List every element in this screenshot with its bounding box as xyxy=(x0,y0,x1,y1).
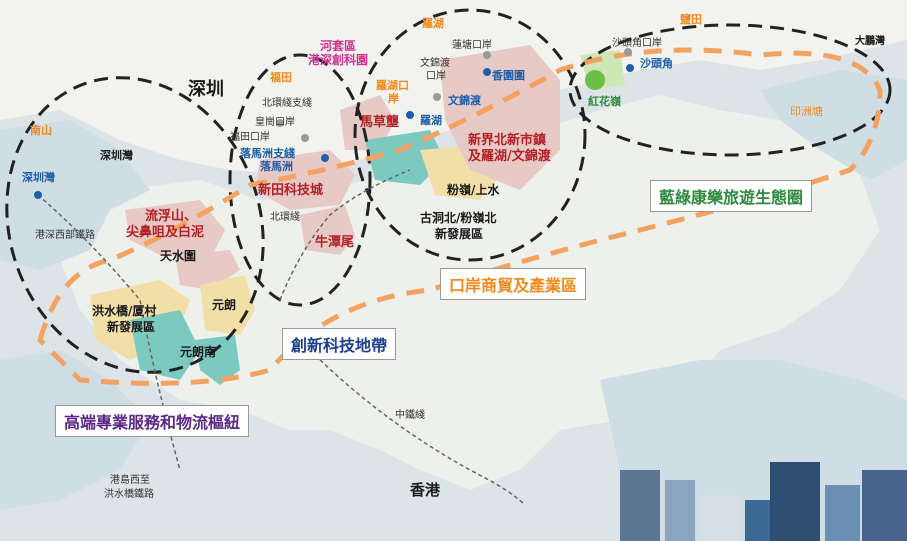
area-tinshui-label: 天水圍 xyxy=(160,249,197,263)
water-mirs-bay xyxy=(760,70,907,180)
area-nnt-label: 新界北新市鎮 xyxy=(468,133,547,148)
port-lmc: 落馬洲 xyxy=(260,160,293,173)
area-santin xyxy=(255,150,355,210)
area-hungshui-label: 洪水橋/厦村 xyxy=(92,304,157,318)
metropolis-boundary xyxy=(37,47,883,386)
area-santin-label: 新田科技城 xyxy=(258,183,324,198)
area-matsotsui-label: 馬草壟 xyxy=(360,115,400,130)
port-dot-heungyuen xyxy=(483,68,491,76)
district-yantian: 鹽田 xyxy=(680,13,702,26)
port-dot-futian xyxy=(276,119,284,127)
port-shatau: 沙頭角口岸 xyxy=(612,38,662,49)
area-ktn-green xyxy=(365,130,445,185)
area-ngautam-label: 牛潭尾 xyxy=(315,235,355,250)
area-loklau-label-2: 尖鼻咀及白泥 xyxy=(126,225,205,240)
rail-east-label: 中鐵綫 xyxy=(395,410,425,421)
area-ngautam xyxy=(300,205,355,255)
city-hongkong: 香港 xyxy=(410,481,441,499)
port-lienta: 蓮塘口岸 xyxy=(452,40,492,51)
port-heungyuen: 香園圍 xyxy=(492,69,525,82)
area-hungshui-green xyxy=(130,310,200,380)
loop-label-1: 河套區 xyxy=(320,39,357,53)
port-shataukok: 沙頭角 xyxy=(640,57,673,70)
port-dot-shenzhenbay xyxy=(34,191,42,199)
port-huanggang: 皇崗口岸 xyxy=(255,117,295,128)
hungfa-dot xyxy=(585,70,605,90)
rail-western-label: 港深西部鐵路 xyxy=(35,230,95,241)
rail-northern-link-label: 北環綫 xyxy=(270,212,300,223)
area-fanling-label: 粉嶺/上水 xyxy=(447,183,500,197)
area-nnt-label-2: 及羅湖/文錦渡 xyxy=(468,149,551,164)
port-dot-shatau xyxy=(624,48,632,56)
rail-northern-link xyxy=(279,169,411,301)
zone-innovation-label: 創新科技地帶 xyxy=(282,328,397,360)
port-dot-shataukok xyxy=(626,64,634,72)
loop-label: 河套區 港深創科園 xyxy=(308,39,369,68)
port-lmcspur: 落馬洲支綫 xyxy=(240,147,295,160)
zone-bluegreen-label: 藍綠康樂旅遊生態圈 xyxy=(650,180,813,212)
water-shenzhen-bay xyxy=(0,120,150,270)
area-yuenlong-south xyxy=(195,335,240,385)
port-mankam: 文錦渡 xyxy=(420,58,450,69)
area-ktn-label-2: 新發展區 xyxy=(435,227,484,241)
area-yuenlong-south-label: 元朗南 xyxy=(180,345,217,359)
rail-northern-link-spur-label: 北環綫支綫 xyxy=(262,98,312,109)
loop-label-2: 港深創科園 xyxy=(308,52,369,67)
port-dot-mankam xyxy=(433,93,441,101)
area-yuenlong-label: 元朗 xyxy=(212,298,237,312)
port-futian: 福田口岸 xyxy=(230,132,270,143)
zone-bluegreen-ellipse xyxy=(568,23,892,157)
zone-boundary-label: 口岸商貿及產業區 xyxy=(440,268,587,300)
port-mankamto: 文錦渡 xyxy=(448,94,481,107)
zone-boundary-ellipse xyxy=(353,8,587,262)
area-ktn-label: 古洞北/粉嶺北 xyxy=(420,211,497,225)
port-dot-lmc xyxy=(321,154,329,162)
area-hungshui-label-2: 新發展區 xyxy=(107,320,156,334)
port-lowu-label-2: 岸 xyxy=(388,92,399,105)
port-dot-huanggang xyxy=(301,134,309,142)
port-mankam-2: 口岸 xyxy=(426,71,446,82)
zone-innovation-ellipse xyxy=(228,53,372,307)
rail-hkisland-label: 港島西至 xyxy=(110,475,150,486)
district-futian: 福田 xyxy=(270,71,292,84)
area-hungfa-label: 紅花嶺 xyxy=(588,95,621,108)
rail-hkisland-label-2: 洪水橋鐵路 xyxy=(104,489,154,500)
zone-highend-label: 高端專業服務和物流樞紐 xyxy=(55,405,250,437)
label-yindu: 印洲塘 xyxy=(790,105,823,118)
district-dapeng: 大鵬灣 xyxy=(855,36,885,47)
city-shenzhen: 深圳 xyxy=(188,79,224,100)
water-shenzhen-bay-label: 深圳灣 xyxy=(100,149,133,162)
port-shenzhenbay: 深圳灣 xyxy=(22,171,55,184)
port-lowu-label: 羅湖口 xyxy=(376,79,409,92)
district-luohu: 羅湖 xyxy=(422,17,444,30)
port-dot-lienta xyxy=(483,51,491,59)
skyline-illustration xyxy=(620,462,907,541)
district-nanshan: 南山 xyxy=(30,124,52,137)
port-dot-lowu xyxy=(406,111,414,119)
area-nnt xyxy=(440,45,560,190)
port-lowu: 羅湖 xyxy=(420,114,442,127)
area-loklau-label: 流浮山、 xyxy=(145,209,198,224)
